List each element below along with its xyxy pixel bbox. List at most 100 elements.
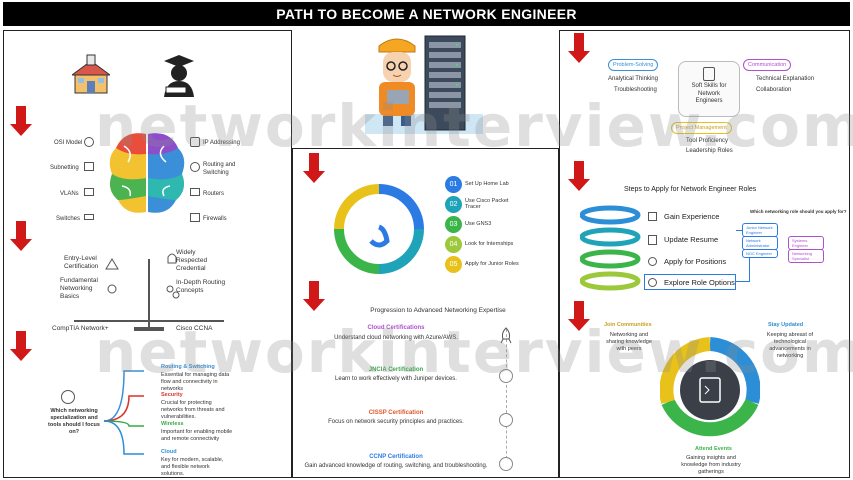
steps-title: Steps to Apply for Network Engineer Role… xyxy=(624,186,757,193)
brain-right-item: Routing and Switching xyxy=(203,162,236,176)
cert-title: Cloud Certifications xyxy=(367,325,425,331)
switch-icon xyxy=(84,214,94,220)
cert-desc: Focus on network security principles and… xyxy=(328,419,464,425)
brain-left-item: Switches xyxy=(56,216,81,222)
spec-title: Routing & Switching xyxy=(161,364,215,370)
osi-icon xyxy=(84,137,94,147)
spring-icon xyxy=(579,203,642,308)
router-icon xyxy=(190,188,200,196)
subnet-icon xyxy=(84,162,94,171)
milestone-pin-icon xyxy=(499,457,513,471)
cert-title: CCNP Certification xyxy=(369,454,423,460)
spec-desc: Crucial for protecting networks from thr… xyxy=(161,400,225,420)
cycle-desc: Gaining insights and knowledge from indu… xyxy=(681,455,741,475)
milestone-pin-icon xyxy=(499,413,513,427)
arrow-down-icon xyxy=(303,281,325,311)
arrow-down-icon xyxy=(303,153,325,183)
resume-icon xyxy=(648,235,657,245)
progression-line xyxy=(506,329,507,469)
school-icon xyxy=(70,53,112,100)
rocket-icon xyxy=(497,327,515,345)
ip-icon xyxy=(190,137,200,147)
brain-icon xyxy=(104,126,190,227)
clipboard-icon xyxy=(703,67,715,81)
learning-cycle-ring xyxy=(659,336,761,451)
scale-right-bottom: In-Depth Routing Concepts xyxy=(176,279,226,295)
cycle-title: Join Communities xyxy=(604,322,652,328)
cycle-desc: Networking and sharing knowledge with pe… xyxy=(606,332,652,352)
role-option: NOC Engineer xyxy=(742,249,778,258)
arrow-down-icon xyxy=(568,161,590,191)
brain-right-item: Firewalls xyxy=(203,216,227,222)
role-option: Systems Engineer xyxy=(788,236,824,250)
step-number: 03 xyxy=(445,216,462,233)
apply-step: Gain Experience xyxy=(664,212,720,221)
experience-icon xyxy=(648,212,657,221)
spec-title: Wireless xyxy=(161,421,184,427)
arrow-down-icon xyxy=(10,331,32,361)
specialization-question: Which networking specialization and tool… xyxy=(48,408,100,435)
step-number: 02 xyxy=(445,196,462,213)
scale-left-bottom: Fundamental Networking Basics xyxy=(60,277,98,301)
vlan-icon xyxy=(84,188,94,196)
role-option: Network Administrator xyxy=(742,236,778,250)
scale-icon xyxy=(54,249,244,344)
spec-title: Security xyxy=(161,392,183,398)
spec-desc: Important for enabling mobile and remote… xyxy=(161,429,233,442)
skill-item: Troubleshooting xyxy=(614,87,657,93)
cycle-title: Attend Events xyxy=(695,446,732,452)
step-label: Look for Internships xyxy=(465,241,514,247)
cycle-title: Stay Updated xyxy=(768,322,804,328)
cycle-icon xyxy=(329,179,429,284)
role-question: Which networking role should you apply f… xyxy=(750,209,847,214)
spec-desc: Essential for managing data flow and con… xyxy=(161,372,230,392)
soft-skills-center: Soft Skills for Network Engineers xyxy=(691,83,727,104)
brain-left-item: Subnetting xyxy=(50,165,79,171)
project-management-pill: Project Management xyxy=(671,122,732,134)
right-panel: Soft Skills for Network Engineers Proble… xyxy=(559,30,850,478)
step-number: 04 xyxy=(445,236,462,253)
scale-right-label: Cisco CCNA xyxy=(176,325,213,332)
cert-desc: Understand cloud networking with Azure/A… xyxy=(334,335,458,341)
brain-right-item: Routers xyxy=(203,191,225,197)
apply-step: Explore Role Options xyxy=(664,278,735,287)
role-option: Networking Specialist xyxy=(788,249,824,263)
apply-icon xyxy=(648,257,657,266)
progression-title: Progression to Advanced Networking Exper… xyxy=(370,307,506,314)
step-number: 01 xyxy=(445,176,462,193)
firewall-icon xyxy=(190,213,200,222)
page-title: PATH TO BECOME A NETWORK ENGINEER xyxy=(3,2,850,26)
scale-left-label: CompTIA Network+ xyxy=(52,325,109,332)
milestone-pin-icon xyxy=(499,369,513,383)
cert-desc: Gain advanced knowledge of routing, swit… xyxy=(304,463,488,469)
soft-skills-box xyxy=(678,61,740,117)
skill-item: Analytical Thinking xyxy=(608,76,658,82)
apply-step: Update Resume xyxy=(664,235,719,244)
arrow-down-icon xyxy=(568,301,590,331)
spec-title: Cloud xyxy=(161,449,177,455)
step-label: Set Up Home Lab xyxy=(465,181,509,187)
step-number: 05 xyxy=(445,256,462,273)
brain-left-item: OSI Model xyxy=(54,140,83,146)
explore-icon xyxy=(648,278,657,287)
graduate-icon xyxy=(160,53,198,102)
tree-branches xyxy=(103,366,164,477)
arrow-down-icon xyxy=(10,106,32,136)
scale-right-top: Widely Respected Credential xyxy=(176,249,208,273)
step-label: Apply for Junior Roles xyxy=(465,261,519,267)
arrow-down-icon xyxy=(10,221,32,251)
role-option: Junior Network Engineer xyxy=(742,223,778,237)
cert-title: JNCIA Certification xyxy=(368,367,424,373)
apply-step: Apply for Positions xyxy=(664,257,727,266)
brain-left-item: VLANs xyxy=(60,191,79,197)
cert-title: CISSP Certification xyxy=(368,410,424,416)
skill-item: Technical Explanation xyxy=(756,76,815,82)
skill-item: Tool Proficiency xyxy=(686,138,729,144)
left-panel: OSI Model Subnetting VLANs Switches IP A… xyxy=(3,30,292,478)
step-label: Use Cisco Packet Tracer xyxy=(465,198,509,210)
network-globe-icon xyxy=(61,390,75,404)
spec-desc: Key for modern, scalable, and flexible n… xyxy=(161,457,224,477)
scale-left-top: Entry-Level Certification xyxy=(64,255,99,271)
explore-box xyxy=(644,274,736,290)
skill-item: Leadership Roles xyxy=(686,148,733,154)
